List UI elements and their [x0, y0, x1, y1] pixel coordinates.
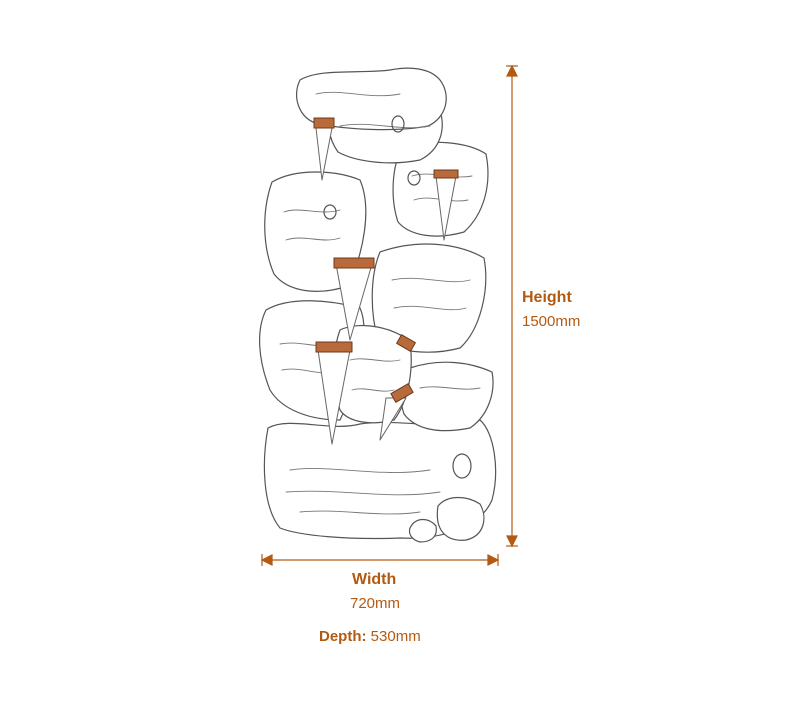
height-value: 1500mm — [522, 313, 581, 330]
width-label: Width — [352, 571, 397, 588]
small-rock-left — [408, 518, 437, 543]
width-value: 720mm — [350, 595, 401, 612]
rock-tier-lower-right — [400, 361, 494, 432]
width-dimension-line — [260, 554, 500, 566]
wood-knot — [452, 453, 472, 479]
rock-texture — [279, 91, 481, 515]
depth-label: Depth: — [319, 628, 367, 645]
water-streams — [315, 127, 457, 445]
height-label: Height — [522, 289, 572, 306]
depth-dimension: Depth: 530mm — [319, 628, 421, 645]
spouts — [313, 117, 459, 403]
small-rock-right — [436, 496, 485, 541]
rock-tier-middle-right — [371, 243, 487, 353]
depth-value: 530mm — [370, 628, 421, 645]
height-dimension-line — [506, 64, 518, 548]
